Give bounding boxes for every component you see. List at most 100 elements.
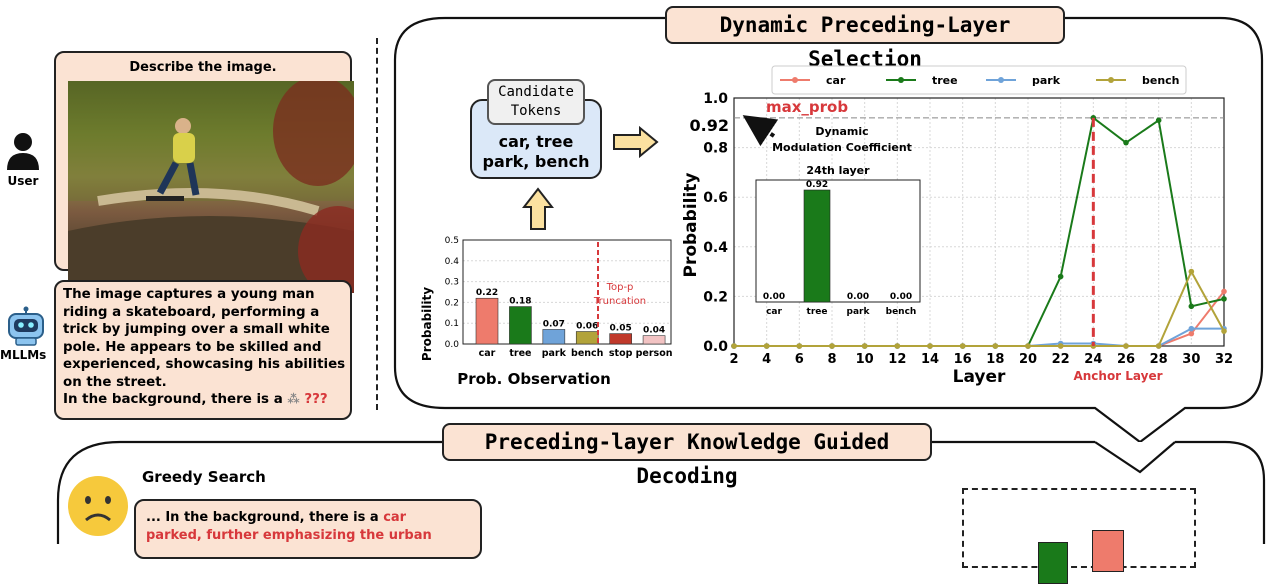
x-tick-label: 18	[986, 352, 1004, 367]
robot-icon	[8, 306, 44, 346]
point-tree	[1188, 303, 1195, 310]
series-line-bench	[734, 269, 1225, 347]
x-tick-label: 6	[795, 352, 804, 367]
inset-value-label: 0.00	[763, 292, 785, 302]
response-tail: In the background, there is a ⁂ ???	[63, 391, 350, 409]
y-tick-label: 0.3	[445, 278, 459, 288]
point-car	[1221, 288, 1227, 295]
y-tick-label: 0.0	[703, 339, 728, 355]
truncation-label-2: Truncation	[593, 296, 646, 307]
x-tick-label: 26	[1117, 352, 1135, 367]
inset-x-tick-label: bench	[886, 307, 917, 317]
legend-label: car	[826, 74, 846, 87]
coefficient-arrow-icon	[742, 115, 779, 147]
point-bench	[1155, 343, 1162, 349]
point-bench	[1221, 328, 1227, 334]
point-park	[1188, 325, 1195, 332]
mini-chart-box	[962, 488, 1196, 584]
x-tick-label: car	[479, 348, 496, 359]
unknown-token: ???	[304, 392, 328, 407]
point-bench	[1188, 268, 1195, 275]
point-car	[1188, 330, 1195, 337]
point-tree	[1123, 139, 1129, 146]
mini-bar-car	[1092, 530, 1124, 572]
x-tick-label: 14	[921, 352, 939, 367]
truncation-label-1: Top-p	[606, 282, 634, 293]
y-tick-label: 1.0	[703, 91, 728, 107]
candidate-tokens-line2: park, bench	[482, 152, 590, 171]
inset-title: 24th layer	[806, 164, 870, 177]
point-bench	[829, 343, 835, 349]
x-tick-label: 20	[1019, 352, 1037, 367]
up-arrow-icon	[522, 187, 554, 230]
x-tick-label: tree	[509, 348, 531, 359]
top-panel-title: Dynamic Preceding-Layer Selection	[665, 6, 1065, 71]
bar-value-label: 0.18	[509, 297, 531, 307]
bar-value-label: 0.05	[610, 324, 632, 334]
mini-bar-tree	[1038, 542, 1068, 584]
x-tick-label: 30	[1182, 352, 1200, 367]
prob-observation-chart: Probability 0.00.10.20.30.40.5 0.22car0.…	[420, 236, 673, 388]
response-line: trick by jumping over a small white	[63, 322, 330, 337]
point-tree	[1057, 273, 1064, 280]
x-tick-label: 12	[888, 352, 906, 367]
coefficient-label-2: Modulation Coefficient	[772, 141, 912, 154]
loading-spinner-icon: ⁂	[287, 392, 300, 406]
point-bench	[1057, 343, 1064, 349]
x-tick-label: person	[636, 348, 673, 359]
sad-face-icon	[68, 476, 128, 536]
candidate-tokens-header: Candidate Tokens	[487, 79, 585, 125]
mllm-response-bubble: The image captures a young man riding a …	[54, 280, 352, 420]
point-bench	[861, 343, 868, 349]
legend-marker	[1108, 77, 1114, 83]
legend-marker	[898, 77, 904, 83]
bar-car	[475, 297, 499, 345]
x-tick-label: 24	[1084, 352, 1102, 367]
bar-tree	[509, 306, 532, 345]
x-tick-label: park	[542, 348, 567, 359]
response-line: The image captures a young man	[63, 287, 315, 302]
greedy-search-title: Greedy Search	[142, 468, 266, 486]
y-tick-label: 0.5	[445, 236, 459, 246]
response-line: experienced, showcasing his abilities	[63, 357, 346, 372]
max-prob-value: 0.92	[690, 116, 729, 135]
inset-bar-tree	[803, 189, 831, 303]
x-tick-label: 22	[1052, 352, 1070, 367]
point-bench	[959, 343, 966, 349]
candidate-tokens-line1: car, tree	[498, 132, 574, 151]
response-tail-prefix: In the background, there is a	[63, 392, 283, 407]
coefficient-label-1: Dynamic	[815, 125, 868, 138]
response-line: on the street.	[63, 374, 167, 390]
x-tick-label: stop	[609, 348, 633, 359]
point-bench	[1025, 343, 1031, 349]
x-tick-label: 8	[827, 352, 836, 367]
y-tick-label: 0.6	[703, 190, 728, 206]
y-tick-label: 0.4	[445, 257, 460, 267]
user-avatar: User	[0, 130, 46, 188]
legend-marker	[998, 77, 1004, 83]
y-tick-label: 0.1	[445, 319, 459, 329]
column-divider	[376, 38, 378, 410]
inset-x-tick-label: park	[847, 307, 871, 317]
greedy-line-2: parked, further emphasizing the urban	[146, 528, 432, 543]
x-tick-label: 10	[856, 352, 874, 367]
mllm-avatar: MLLMs	[0, 306, 52, 370]
panel-outlines	[56, 16, 1266, 544]
user-bubble: Describe the image.	[54, 51, 354, 293]
skateboard-photo	[68, 81, 354, 293]
y-tick-label: 0.0	[445, 340, 460, 350]
y-tick-label: 0.2	[703, 289, 728, 305]
series-line-park	[734, 327, 1224, 347]
inset-x-tick-label: tree	[807, 307, 828, 317]
response-line: riding a skateboard, performing a	[63, 304, 320, 320]
user-prompt: Describe the image.	[129, 60, 277, 75]
point-bench	[731, 343, 737, 349]
bar-value-label: 0.07	[543, 319, 565, 329]
greedy-line1-token: car	[383, 510, 407, 525]
point-bench	[992, 343, 999, 349]
bar-park	[542, 329, 566, 345]
bar-value-label: 0.22	[476, 288, 498, 298]
max-prob-label: max_prob	[766, 98, 848, 116]
right-arrow-icon	[613, 126, 659, 158]
